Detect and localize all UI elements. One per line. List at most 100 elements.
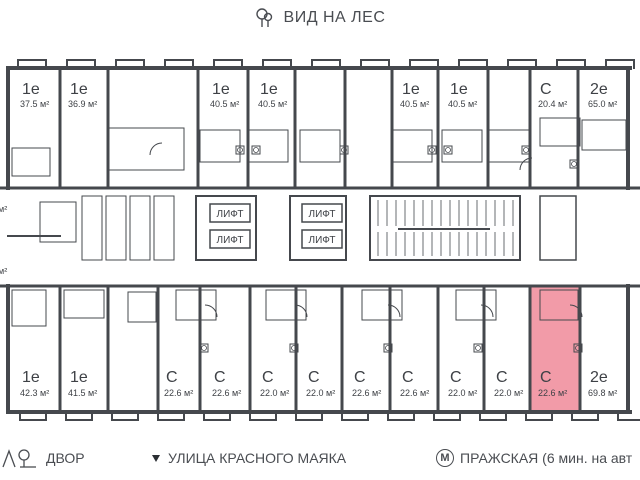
street-item: УЛИЦА КРАСНОГО МАЯКА (152, 446, 346, 470)
unit-type-label: 1е (212, 81, 230, 98)
unit-area-label: 22.6 м² (212, 388, 241, 398)
unit-type-label: С (540, 81, 552, 98)
unit-area-label: 36.9 м² (68, 99, 97, 109)
service-room (39, 201, 77, 243)
unit-type-label: 1е (70, 81, 88, 98)
unit-area-label: 22.0 м² (448, 388, 477, 398)
arrow-down-icon (152, 454, 160, 462)
lift-label: ЛИФТ (309, 209, 336, 220)
fixture-circle (237, 147, 243, 153)
fixture-circle (523, 147, 529, 153)
service-room (539, 195, 577, 261)
fixture-square (289, 343, 299, 353)
unit-area-label: 37.5 м² (20, 99, 49, 109)
lift-label: ЛИФТ (309, 235, 336, 246)
fixture-circle (201, 345, 207, 351)
door-swing (149, 142, 163, 156)
unit-type-label: 1е (450, 81, 468, 98)
metro-item: М ПРАЖСКАЯ (6 мин. на авт (436, 446, 632, 470)
bathroom-outline (107, 127, 185, 171)
unit-type-label: С (354, 369, 366, 386)
metro-icon: М (436, 449, 454, 467)
unit-area-label: 69.8 м² (588, 388, 617, 398)
bathroom-outline (11, 289, 47, 327)
door-swing (387, 304, 401, 318)
unit-type-label: С (166, 369, 178, 386)
unit-type-label: 1е (402, 81, 420, 98)
fixture-square (383, 343, 393, 353)
bathroom-outline (175, 289, 217, 321)
unit-type-label: 1е (22, 369, 40, 386)
yard-label: ДВОР (46, 450, 85, 466)
lift-shaft (195, 195, 257, 261)
lift-box (301, 229, 343, 249)
metro-label: ПРАЖСКАЯ (6 мин. на авт (460, 450, 633, 466)
unit-area-label: 40.5 м² (210, 99, 239, 109)
view-direction-text: ВИД НА ЛЕС (283, 9, 386, 26)
lift-shaft (289, 195, 347, 261)
fixture-circle (475, 345, 481, 351)
fixture-circle (575, 345, 581, 351)
fixture-square (473, 343, 483, 353)
unit-type-label: С (308, 369, 320, 386)
bathroom-outline (11, 147, 51, 177)
stair-core (369, 195, 521, 261)
fixture-square (339, 145, 349, 155)
unit-area-label: 22.0 м² (494, 388, 523, 398)
unit-area-label: 40.5 м² (258, 99, 287, 109)
bathroom-outline (265, 289, 307, 321)
unit-type-label: С (262, 369, 274, 386)
fixture-circle (445, 147, 451, 153)
bathroom-outline (247, 129, 289, 163)
lift-label: ЛИФТ (217, 209, 244, 220)
unit-area-label: 22.0 м² (306, 388, 335, 398)
street-label: УЛИЦА КРАСНОГО МАЯКА (168, 450, 347, 466)
service-room (129, 195, 151, 261)
door-swing (204, 304, 218, 318)
unit-area-label: 40.5 м² (448, 99, 477, 109)
fixture-circle (341, 147, 347, 153)
lift-box (209, 203, 251, 223)
unit-area-label: 22.6 м² (352, 388, 381, 398)
bathroom-outline (299, 129, 341, 163)
footer-bar: ДВОР УЛИЦА КРАСНОГО МАЯКА М ПРАЖСКАЯ (6 … (0, 446, 640, 470)
fixture-circle (385, 345, 391, 351)
fixture-square (427, 145, 437, 155)
fixture-circle (429, 147, 435, 153)
bathroom-outline (127, 291, 157, 323)
unit-type-label: 2е (590, 369, 608, 386)
door-swing (519, 157, 533, 171)
unit-type-label: С (496, 369, 508, 386)
unit-area-label: 22.6 м² (400, 388, 429, 398)
bathroom-outline (455, 289, 497, 321)
bathroom-outline (539, 289, 579, 321)
unit-area-label: 40.5 м² (400, 99, 429, 109)
fixture-square (251, 145, 261, 155)
unit-type-label: С (540, 369, 552, 386)
unit-type-label: С (214, 369, 226, 386)
bathroom-outline (441, 129, 483, 163)
unit-type-label: 1е (260, 81, 278, 98)
fixture-square (521, 145, 531, 155)
service-room (105, 195, 127, 261)
unit-type-label: 1е (22, 81, 40, 98)
unit-type-label: С (450, 369, 462, 386)
view-direction-label: ВИД НА ЛЕС (0, 8, 640, 28)
unit-area-label: 41.5 м² (68, 388, 97, 398)
fixture-square (573, 343, 583, 353)
tree-icon (255, 8, 272, 27)
unit-type-label: С (402, 369, 414, 386)
service-room (153, 195, 175, 261)
unit-area-label: 22.6 м² (164, 388, 193, 398)
cut-area-label: м² (0, 204, 7, 214)
fixture-square (443, 145, 453, 155)
fixture-square (569, 159, 579, 169)
fixture-square (235, 145, 245, 155)
service-room (81, 195, 103, 261)
door-swing (294, 304, 308, 318)
unit-type-label: 1е (70, 369, 88, 386)
fixture-circle (291, 345, 297, 351)
fixture-circle (571, 161, 577, 167)
door-swing (480, 304, 494, 318)
